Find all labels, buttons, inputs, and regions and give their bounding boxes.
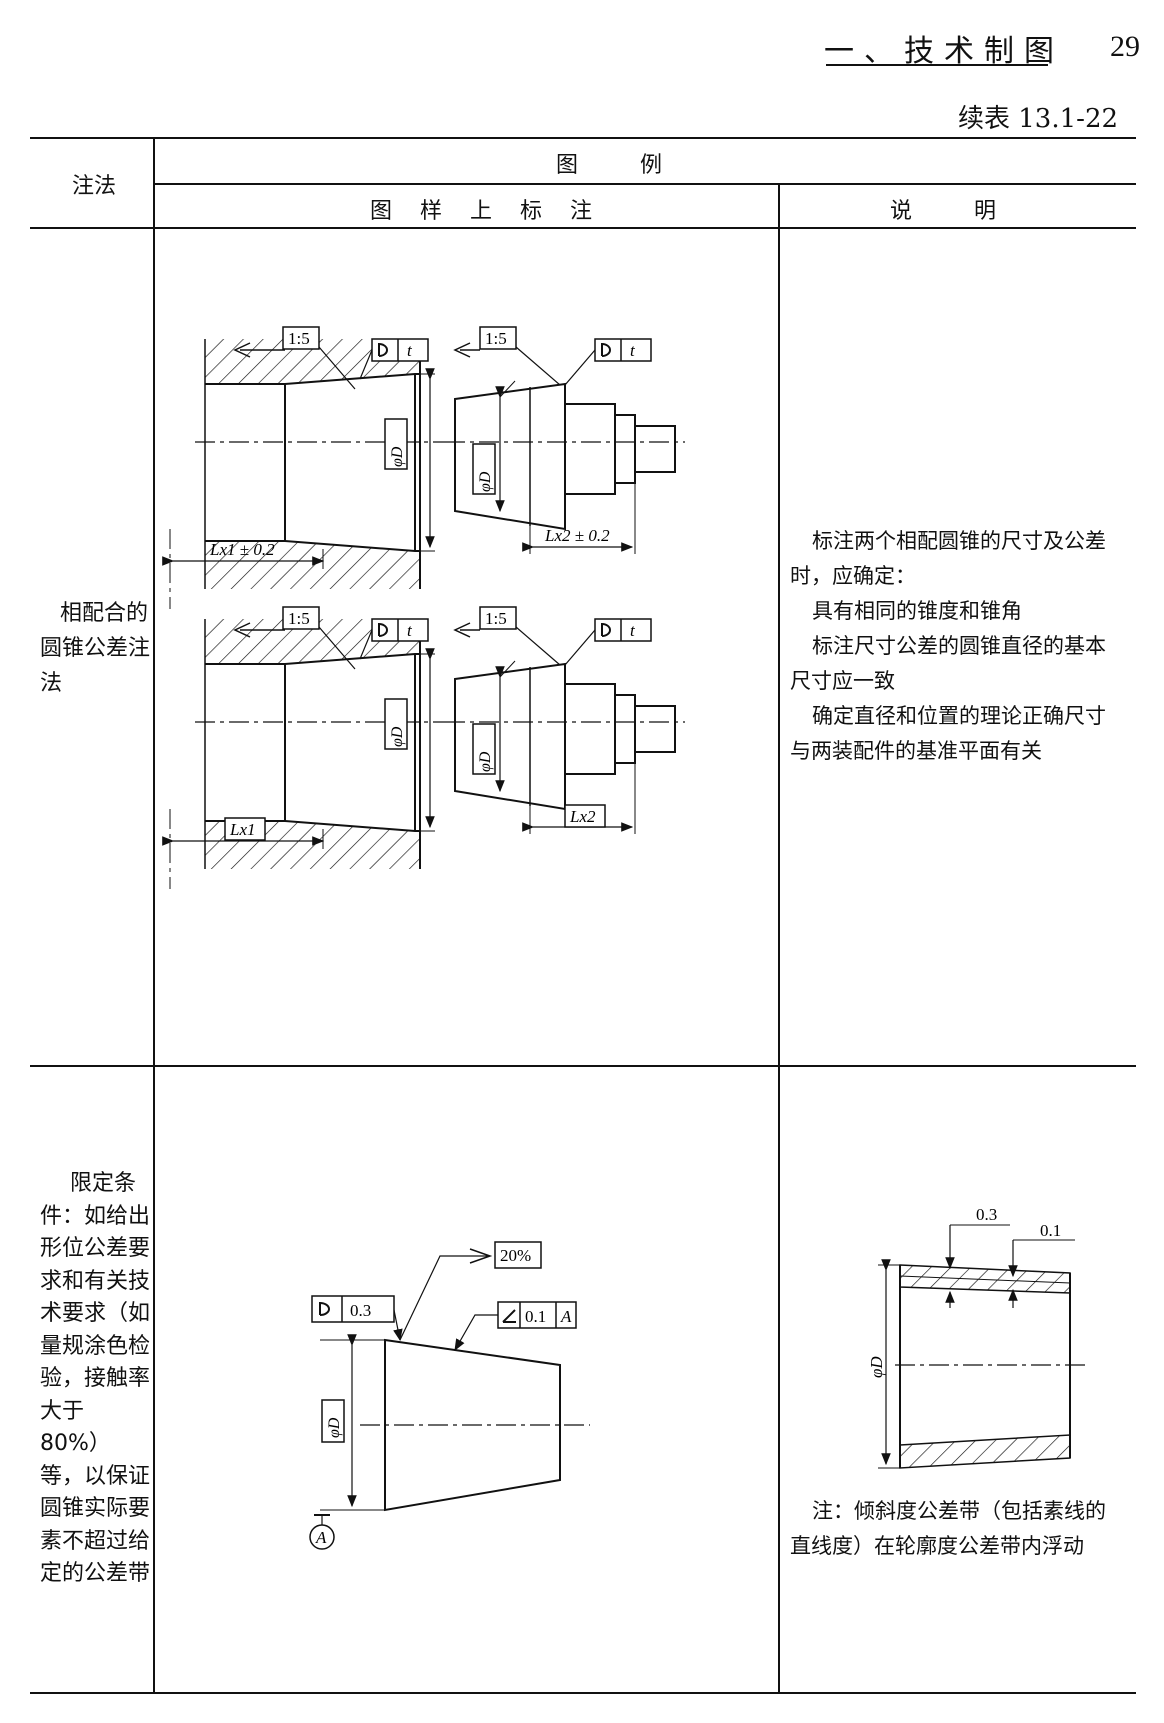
explain-line: 标注两个相配圆锥的尺寸及公差 (812, 529, 1106, 553)
tol-label: t (630, 621, 636, 640)
row1-explanation: 标注两个相配圆锥的尺寸及公差 时，应确定： 具有相同的锥度和锥角 标注尺寸公差的… (790, 524, 1130, 769)
explain-line: 尺寸应一致 (790, 669, 895, 693)
dia-label: φD (389, 726, 406, 747)
dia-label: φD (389, 446, 406, 467)
row2-label-line: 量规涂色检 (40, 1333, 151, 1359)
section-title: 一、技术制图 (824, 34, 1064, 69)
dia-label: φD (326, 1417, 343, 1438)
row1-label: 相配合的 圆锥公差注 法 (40, 596, 150, 701)
lower-external-cone: 1:5 t φD Lx2 (445, 606, 685, 834)
row2-label-line: 术要求（如 (40, 1301, 151, 1326)
row1-label-line: 法 (40, 671, 63, 696)
explain-line: 确定直径和位置的理论正确尺寸 (812, 704, 1106, 728)
lx2-tol-label: Lx2 ± 0.2 (544, 526, 610, 545)
col-method-header: 注法 (72, 174, 117, 199)
row2-note: 注：倾斜度公差带（包括素线的 直线度）在轮廓度公差带内浮动 (790, 1494, 1135, 1564)
table-reference: 续表 13.1-22 (958, 104, 1119, 134)
row2-label-line: 件：如给出 (40, 1203, 151, 1229)
contact-label: 20% (500, 1246, 531, 1265)
taper-label: 1:5 (485, 329, 507, 348)
row2-label-line: 定的公差带 (40, 1561, 151, 1586)
note-line: 直线度）在轮廓度公差带内浮动 (790, 1534, 1084, 1558)
row2-label-line: 限定条 (70, 1171, 137, 1196)
row2-zone-figure: φD 0.3 0.1 (867, 1205, 1085, 1469)
page-number: 29 (1110, 30, 1140, 63)
row2-label-line: 素不超过给 (40, 1528, 151, 1554)
row2-label-line: 圆锥实际要 (40, 1496, 151, 1521)
explain-line: 时，应确定： (790, 564, 916, 588)
tol-label: t (407, 341, 413, 360)
col-divider-1 (153, 137, 155, 1692)
row2-label-line: 等，以保证 (40, 1463, 151, 1489)
col-drawing-header: 图样上标注 (370, 199, 621, 224)
datum-ref-label: A (560, 1307, 572, 1326)
col-divider-2 (778, 183, 780, 1692)
lx1-tol-label: Lx1 ± 0.2 (209, 540, 275, 559)
taper-label: 1:5 (485, 609, 507, 628)
table-top-rule (30, 137, 1136, 139)
row1-figure: 1:5 t φD Lx1 ± 0.2 1:5 (155, 229, 777, 1063)
lower-internal-cone: 1:5 t φD Lx1 (162, 606, 445, 889)
explain-line: 具有相同的锥度和锥角 (812, 599, 1022, 623)
header-underline (826, 64, 1048, 66)
upper-external-cone: 1:5 t φD Lx2 ± 0.2 (445, 326, 685, 554)
row1-label-line: 相配合的 (60, 601, 149, 626)
upper-internal-cone: 1:5 t φD Lx1 ± 0.2 (162, 326, 445, 609)
row1-label-line: 圆锥公差注 (40, 636, 151, 661)
dia-label: φD (477, 751, 494, 772)
dia-label: φD (867, 1356, 886, 1378)
row2-label-line: 验，接触率 (40, 1366, 151, 1391)
taper-label: 1:5 (288, 609, 310, 628)
note-line: 注：倾斜度公差带（包括素线的 (812, 1499, 1106, 1523)
tol-label: t (630, 341, 636, 360)
lx1-label: Lx1 (229, 820, 256, 839)
tol-label: t (407, 621, 413, 640)
row2-label-line: 形位公差要 (40, 1236, 151, 1261)
taper-label: 1:5 (288, 329, 310, 348)
col-example-header: 图 例 (556, 153, 669, 178)
cone-outline (384, 1338, 561, 1512)
col-explain-header: 说 明 (890, 199, 1003, 224)
row-divider (30, 1065, 1136, 1067)
datum-label: A (315, 1528, 327, 1547)
header-mid-rule (153, 183, 1136, 185)
profile-tol-label: 0.3 (350, 1301, 371, 1320)
explain-line: 与两装配件的基准平面有关 (790, 739, 1042, 763)
dia-label: φD (477, 471, 494, 492)
table-bottom-rule (30, 1692, 1136, 1694)
zone2-label: 0.1 (1040, 1221, 1061, 1240)
row2-label-line: 大于 80%） (40, 1398, 111, 1457)
row2-drawing: φD A 0.3 20% 0.1 A (309, 1241, 590, 1550)
zone1-label: 0.3 (976, 1205, 997, 1224)
lx2-label: Lx2 (569, 807, 596, 826)
row2-label-line: 求和有关技 (40, 1268, 151, 1294)
explain-line: 标注尺寸公差的圆锥直径的基本 (812, 634, 1106, 658)
incl-tol-label: 0.1 (525, 1307, 546, 1326)
row2-label: 限定条 件：如给出 形位公差要 求和有关技 术要求（如 量规涂色检 验，接触率 … (40, 1168, 150, 1591)
header-bottom-rule (30, 227, 1136, 229)
